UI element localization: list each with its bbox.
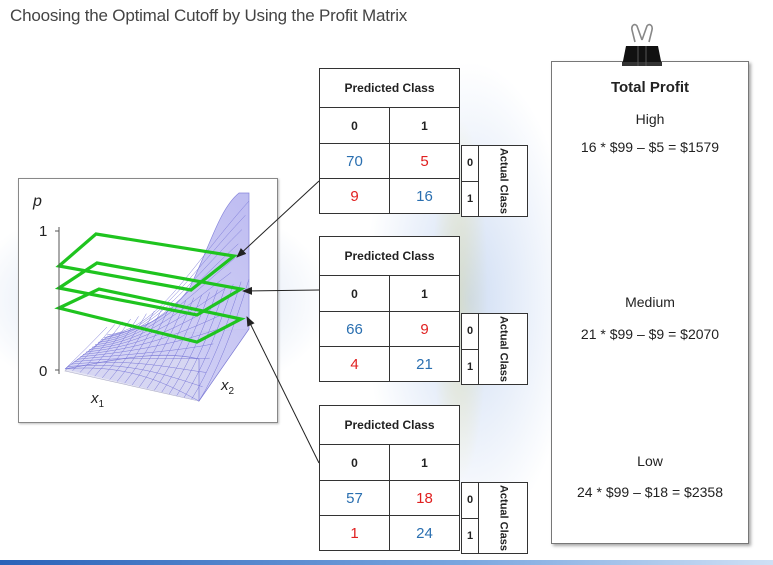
mesh-line	[109, 310, 155, 380]
profit-medium-label: Medium	[625, 294, 675, 310]
mesh-line	[146, 297, 195, 389]
mesh-line	[64, 367, 200, 402]
bottom-accent-bar	[0, 560, 773, 565]
axis-label-x1: x1	[90, 390, 105, 410]
profit-high-label: High	[635, 111, 665, 127]
predicted-class-header: Predicted Class	[319, 68, 460, 108]
mesh-line	[161, 292, 210, 393]
profit-high-formula: 16 * $99 – $5 = $1579	[580, 139, 720, 155]
profit-low-formula: 24 * $99 – $18 = $2358	[577, 484, 723, 500]
axis-label-p: p	[32, 193, 42, 210]
profit-medium-formula: 21 * $99 – $9 = $2070	[580, 326, 720, 342]
axis-tick-0: 0	[39, 363, 47, 380]
mesh-line	[169, 289, 218, 395]
mesh-line	[94, 316, 139, 377]
predicted-col-0: 0	[319, 107, 390, 144]
mesh-line	[94, 257, 235, 345]
matrix-cell: 16	[389, 178, 460, 214]
axis-tick-1: 1	[39, 223, 47, 240]
probability-surface-plot: p 1 0 x1 x2	[18, 178, 278, 423]
profit-low-label: Low	[637, 453, 663, 469]
mesh-line	[183, 284, 234, 398]
cutoff-plane-medium	[54, 261, 246, 317]
mesh-line	[82, 315, 221, 355]
mesh-line	[191, 281, 242, 400]
mesh-line	[103, 215, 246, 338]
actual-class-label: Actual Class	[497, 315, 510, 383]
cutoff-plane-high	[55, 232, 238, 292]
actual-row-1: 1	[461, 180, 479, 217]
mesh-line	[73, 357, 210, 362]
actual-row-0: 0	[461, 313, 479, 350]
mesh-line	[88, 286, 228, 350]
predicted-col-0: 0	[319, 275, 390, 312]
mesh-line	[102, 313, 147, 379]
mesh-line	[70, 362, 207, 373]
actual-row-0: 0	[461, 482, 479, 519]
predicted-col-1: 1	[389, 107, 460, 144]
mesh-line	[124, 305, 171, 384]
axis-label-x2: x2	[220, 377, 235, 397]
actual-class-side-medium: 0 Actual Class 1	[461, 313, 535, 385]
actual-class-label: Actual Class	[497, 484, 510, 552]
mesh-line	[67, 365, 203, 387]
actual-row-1: 1	[461, 517, 479, 554]
mesh-line	[154, 294, 202, 391]
actual-row-1: 1	[461, 348, 479, 385]
matrix-cell: 21	[389, 346, 460, 382]
predicted-class-header: Predicted Class	[319, 405, 460, 445]
binder-clip-icon	[622, 23, 662, 66]
mesh-line	[198, 278, 250, 402]
actual-class-side-low: 0 Actual Class 1	[461, 482, 535, 554]
matrix-cell: 1	[319, 515, 390, 551]
matrix-cell: 66	[319, 311, 390, 347]
mesh-line	[106, 200, 250, 336]
predicted-col-1: 1	[389, 444, 460, 481]
slide-title: Choosing the Optimal Cutoff by Using the…	[10, 6, 408, 25]
mesh-line	[79, 329, 217, 358]
matrix-cell: 24	[389, 515, 460, 551]
predicted-class-header: Predicted Class	[319, 236, 460, 276]
actual-row-0: 0	[461, 145, 479, 182]
mesh-line	[76, 343, 214, 360]
mesh-line	[79, 321, 123, 373]
matrix-cell: 70	[319, 143, 390, 179]
predicted-col-0: 0	[319, 444, 390, 481]
cutoff-plane-low	[54, 287, 246, 344]
mesh-line	[64, 326, 108, 370]
matrix-cell: 57	[319, 480, 390, 516]
matrix-cell: 18	[389, 480, 460, 516]
profit-title: Total Profit	[610, 79, 690, 96]
matrix-cell: 5	[389, 143, 460, 179]
matrix-cell: 9	[389, 311, 460, 347]
actual-class-side-high: 0 Actual Class 1	[461, 145, 535, 217]
total-profit-panel: Total Profit High 16 * $99 – $5 = $1579 …	[551, 61, 749, 544]
matrix-cell: 4	[319, 346, 390, 382]
predicted-col-1: 1	[389, 275, 460, 312]
mesh-line	[72, 324, 116, 371]
actual-class-label: Actual Class	[497, 147, 510, 215]
mesh-line	[131, 302, 179, 386]
matrix-cell: 9	[319, 178, 390, 214]
